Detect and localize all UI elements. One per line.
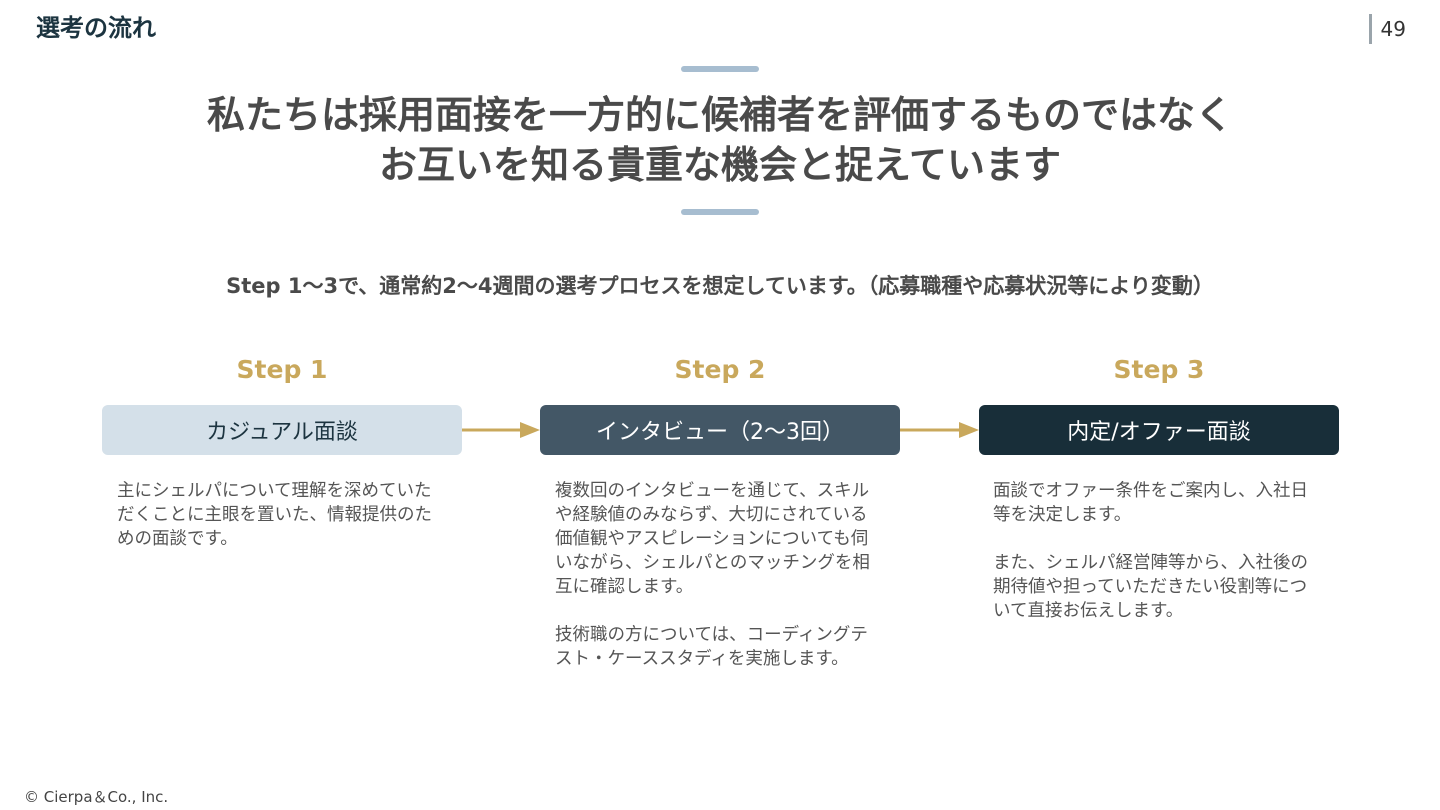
step-2-label: Step 2 [674, 355, 766, 384]
section-title: 選考の流れ [36, 14, 156, 42]
step-1-title: カジュアル面談 [206, 420, 358, 445]
step-3-paragraph-1: 面談でオファー条件をご案内し、入社日等を決定します。 [993, 481, 1308, 525]
step-2-paragraph-2: 技術職の方については、コーディングテスト・ケーススタディを実施します。 [555, 625, 868, 669]
step-3-label: Step 3 [1113, 355, 1205, 384]
step-2-box: インタビュー（2〜3回） [540, 405, 900, 455]
step-1-box: カジュアル面談 [102, 405, 462, 455]
process-summary: Step 1〜3で、通常約2〜4週間の選考プロセスを想定しています。（応募職種や… [226, 274, 1214, 298]
headline-line-1: 私たちは採用面接を一方的に候補者を評価するものではなく [206, 93, 1233, 137]
page-number-area: 49 [1368, 14, 1406, 44]
step-2-paragraph-1: 複数回のインタビューを通じて、スキルや経験値のみならず、大切にされている価値観や… [555, 481, 870, 597]
page-number: 49 [1380, 17, 1406, 41]
accent-line-top [681, 66, 759, 72]
step-1-description: 主にシェルパについて理解を深めていただくことに主眼を置いた、情報提供のための面談… [117, 479, 439, 575]
copyright: © Cierpa＆Co., Inc. [24, 788, 169, 806]
step-1-paragraph-1: 主にシェルパについて理解を深めていただくことに主眼を置いた、情報提供のための面談… [117, 481, 432, 549]
step-1-label: Step 1 [236, 355, 328, 384]
arrow-right-icon [900, 422, 979, 438]
step-2-description: 複数回のインタビューを通じて、スキルや経験値のみならず、大切にされている価値観や… [555, 479, 877, 695]
headline-line-2: お互いを知る貴重な機会と捉えています [378, 143, 1062, 187]
step-3-description: 面談でオファー条件をご案内し、入社日等を決定します。 また、シェルパ経営陣等から… [993, 479, 1315, 647]
step-3-box: 内定/オファー面談 [979, 405, 1339, 455]
page-number-divider [1368, 14, 1372, 44]
step-3-title: 内定/オファー面談 [1067, 420, 1251, 445]
accent-line-bottom [681, 209, 759, 215]
step-2-title: インタビュー（2〜3回） [596, 420, 844, 445]
arrow-right-icon [462, 422, 540, 438]
headline: 私たちは採用面接を一方的に候補者を評価するものではなく お互いを知る貴重な機会と… [0, 90, 1440, 190]
step-3-paragraph-2: また、シェルパ経営陣等から、入社後の期待値や担っていただきたい役割等について直接… [993, 553, 1308, 621]
